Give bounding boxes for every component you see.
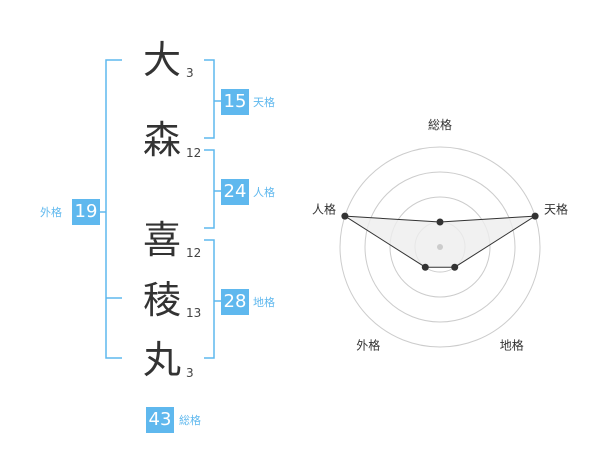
- radar-point-2: [531, 212, 539, 220]
- radar-point-4: [421, 263, 429, 271]
- radar-point-1: [436, 218, 444, 226]
- stroke-count-1: 3: [186, 66, 194, 80]
- radar-axis-label-2: 天格: [544, 201, 568, 216]
- name-char-1: 大: [142, 38, 181, 82]
- gaikaku-bracket: [105, 59, 122, 359]
- gaikaku-badge: 19: [72, 199, 100, 225]
- jinkaku-badge: 24: [221, 179, 249, 205]
- stroke-count-3: 12: [186, 246, 202, 260]
- soukaku-badge: 43: [146, 407, 174, 433]
- tenkaku-badge: 15: [221, 89, 249, 115]
- jinkaku-label: 人格: [253, 186, 275, 199]
- radar-ring: [339, 146, 541, 348]
- radar-axis-label-3: 地格: [500, 338, 524, 353]
- tenkaku-label: 天格: [253, 96, 275, 109]
- radar-polygon: [344, 215, 536, 268]
- radar-axis-label-5: 人格: [312, 201, 336, 216]
- name-char-3: 喜: [142, 218, 181, 262]
- radar-ring: [364, 171, 516, 323]
- radar-ring: [389, 196, 491, 298]
- soukaku-label: 総格: [179, 414, 201, 427]
- radar-axis-label-4: 外格: [356, 338, 380, 353]
- stroke-count-4: 13: [186, 306, 202, 320]
- radar-point-5: [341, 212, 349, 220]
- radar-center: [437, 244, 443, 250]
- tenkaku-bracket: [204, 59, 215, 139]
- stroke-count-2: 12: [186, 146, 202, 160]
- jinkaku-bracket: [204, 149, 215, 229]
- chikaku-bracket: [204, 239, 215, 359]
- stroke-count-5: 3: [186, 366, 194, 380]
- name-char-2: 森: [142, 118, 181, 162]
- radar-axis-label-1: 総格: [428, 117, 452, 132]
- name-char-4: 稜: [142, 278, 181, 322]
- gaikaku-label: 外格: [40, 206, 62, 219]
- radar-point-3: [451, 263, 459, 271]
- chikaku-label: 地格: [253, 296, 275, 309]
- name-char-5: 丸: [142, 338, 181, 382]
- chikaku-badge: 28: [221, 289, 249, 315]
